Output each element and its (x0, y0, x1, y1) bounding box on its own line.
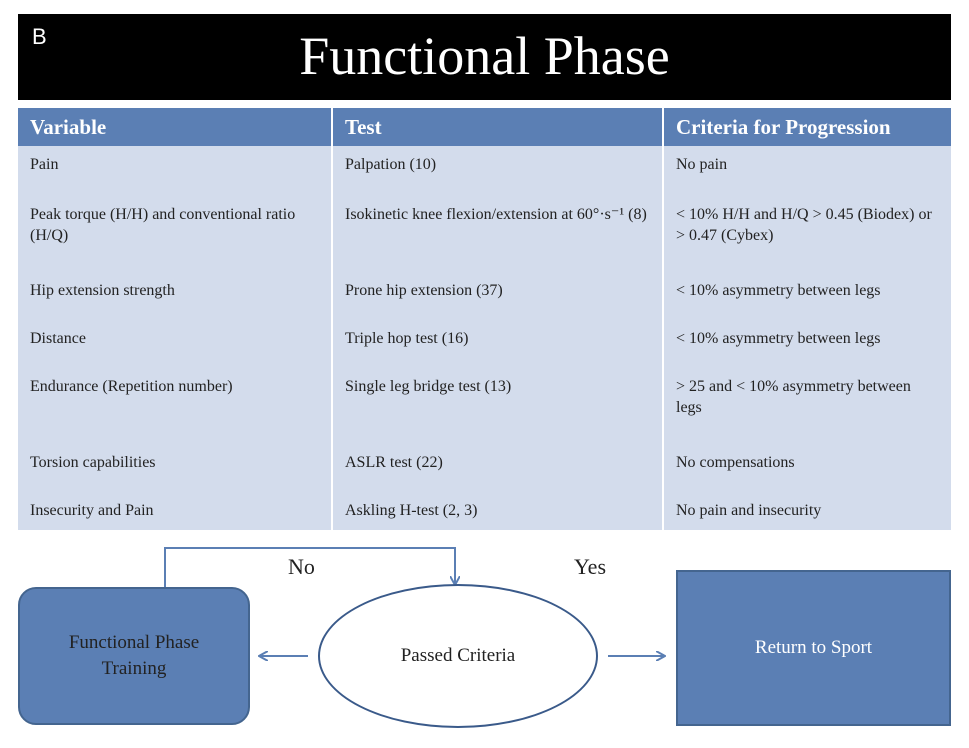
table-row: Distance Triple hop test (16) < 10% asym… (18, 320, 951, 368)
training-label-line2: Training (101, 658, 167, 679)
cell-test: Single leg bridge test (13) (332, 368, 664, 444)
table-row: Hip extension strength Prone hip extensi… (18, 272, 951, 320)
cell-test: Palpation (10) (332, 146, 664, 196)
table-row: Pain Palpation (10) No pain (18, 146, 951, 196)
cell-criteria: > 25 and < 10% asymmetry between legs (663, 368, 951, 444)
page-title: Functional Phase (299, 26, 670, 86)
cell-variable: Peak torque (H/H) and conventional ratio… (18, 196, 333, 272)
table-row: Torsion capabilities ASLR test (22) No c… (18, 444, 951, 492)
cell-criteria: No compensations (663, 444, 951, 492)
table-row: Peak torque (H/H) and conventional ratio… (18, 196, 951, 272)
decision-label: Passed Criteria (400, 645, 516, 666)
passed-criteria-node: Passed Criteria (318, 584, 598, 728)
yes-label: Yes (574, 554, 607, 579)
column-header-test: Test (332, 108, 664, 146)
cell-variable: Hip extension strength (18, 272, 333, 320)
cell-test: Triple hop test (16) (332, 320, 664, 368)
functional-phase-training-box: Functional Phase Training (18, 587, 250, 725)
cell-test: Prone hip extension (37) (332, 272, 664, 320)
cell-test: Isokinetic knee flexion/extension at 60°… (332, 196, 664, 272)
cell-test: Askling H-test (2, 3) (332, 492, 664, 530)
cell-variable: Torsion capabilities (18, 444, 333, 492)
cell-test: ASLR test (22) (332, 444, 664, 492)
no-loop-arrow (164, 547, 455, 587)
table-row: Insecurity and Pain Askling H-test (2, 3… (18, 492, 951, 530)
cell-variable: Insecurity and Pain (18, 492, 333, 530)
cell-criteria: No pain and insecurity (663, 492, 951, 530)
cell-criteria: < 10% asymmetry between legs (663, 272, 951, 320)
cell-criteria: No pain (663, 146, 951, 196)
criteria-table: Variable Test Criteria for Progression P… (18, 108, 951, 530)
panel-letter: B (32, 24, 47, 49)
no-label: No (288, 554, 315, 579)
column-header-criteria: Criteria for Progression (663, 108, 951, 146)
column-header-variable: Variable (18, 108, 333, 146)
training-label-line1: Functional Phase (68, 632, 200, 653)
table-row: Endurance (Repetition number) Single leg… (18, 368, 951, 444)
cell-variable: Pain (18, 146, 333, 196)
title-bar: B Functional Phase (18, 14, 951, 100)
cell-criteria: < 10% asymmetry between legs (663, 320, 951, 368)
cell-variable: Endurance (Repetition number) (18, 368, 333, 444)
return-to-sport-box: Return to Sport (676, 570, 951, 726)
cell-criteria: < 10% H/H and H/Q > 0.45 (Biodex) or > 0… (663, 196, 951, 272)
table-header-row: Variable Test Criteria for Progression (18, 108, 951, 146)
outcome-label: Return to Sport (754, 637, 873, 658)
cell-variable: Distance (18, 320, 333, 368)
